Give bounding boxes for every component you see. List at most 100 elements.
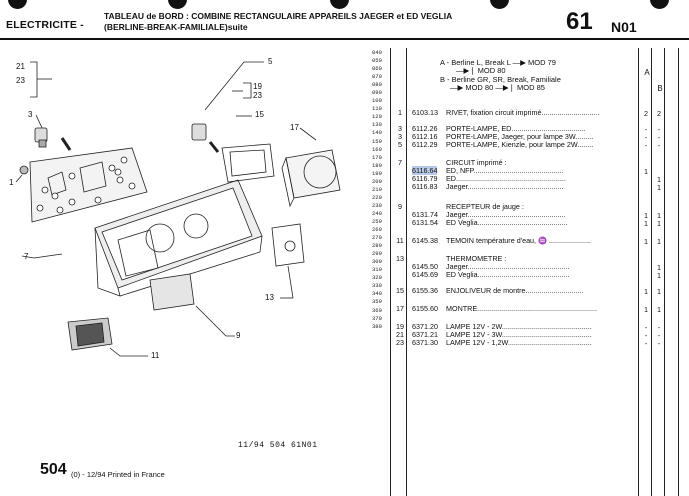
callout-label: 15 xyxy=(255,110,264,119)
callout-label: 9 xyxy=(236,331,241,340)
item-number: 11 xyxy=(396,236,404,245)
part-number: 6155.60 xyxy=(412,304,438,313)
part-description: LAMPE 12V - 3W..........................… xyxy=(446,330,592,339)
item-number: 3 xyxy=(398,132,402,141)
qty-a: 1 xyxy=(644,219,648,228)
part-number: 6145.50 xyxy=(412,262,438,271)
part-description: ED, NFP.................................… xyxy=(446,166,564,175)
qty-a: 1 xyxy=(644,287,648,296)
ref-number: 120 xyxy=(372,113,382,121)
qty-b: - xyxy=(657,141,661,150)
qty-b: 1 xyxy=(657,263,661,272)
qty-a: - xyxy=(644,125,648,134)
table-rule xyxy=(664,48,665,496)
part-number: 6112.29 xyxy=(412,140,438,149)
part-description: Jaeger..................................… xyxy=(446,262,570,271)
qty-b: 1 xyxy=(657,305,661,314)
table-rule xyxy=(678,48,679,496)
ref-number: 270 xyxy=(372,234,382,242)
part-description: ENJOLIVEUR de montre....................… xyxy=(446,286,584,295)
part-number: 6116.64 xyxy=(412,166,438,175)
col-head-b: B xyxy=(657,84,663,93)
part-description: PORTE-LAMPE, Kienzle, pour lampe 2W.....… xyxy=(446,140,594,149)
part-description: LAMPE 12V - 2W..........................… xyxy=(446,322,592,331)
ref-number: 060 xyxy=(372,65,382,73)
item-number: 7 xyxy=(398,158,402,167)
part-description: Jaeger..................................… xyxy=(446,210,566,219)
qty-b: 1 xyxy=(657,271,661,280)
part-number: 6145.38 xyxy=(412,236,438,245)
part-number: 6371.30 xyxy=(412,338,438,347)
table-rule xyxy=(638,48,639,496)
ref-number: 040 xyxy=(372,49,382,56)
part-number: 6112.26 xyxy=(412,124,438,133)
footer-printed: (0) - 12/94 Printed in France xyxy=(71,470,165,479)
ref-number: 180 xyxy=(372,161,382,169)
item-number: 5 xyxy=(398,140,402,149)
qty-b: - xyxy=(657,125,661,134)
ref-number: 360 xyxy=(372,306,382,314)
part-description: RIVET, fixation circuit imprimé.........… xyxy=(446,108,600,117)
binder-hole xyxy=(168,0,187,9)
qty-a: - xyxy=(644,141,648,150)
part-number: 6103.13 xyxy=(412,108,438,117)
ref-number: 350 xyxy=(372,298,382,306)
qty-a: 2 xyxy=(644,109,648,118)
ref-number: 100 xyxy=(372,97,382,105)
part-number: 6131.54 xyxy=(412,218,438,227)
qty-a: 1 xyxy=(644,237,648,246)
ref-number: 150 xyxy=(372,137,382,145)
ref-number: 160 xyxy=(372,145,382,153)
ref-number: 370 xyxy=(372,314,382,322)
callout-label: 23 xyxy=(16,76,25,85)
callout-label: 17 xyxy=(290,123,299,132)
col-head-a: A xyxy=(644,68,650,77)
header-rule xyxy=(0,38,689,40)
ref-number: 140 xyxy=(372,129,382,137)
qty-b: 2 xyxy=(657,109,661,118)
ref-number: 210 xyxy=(372,185,382,193)
ref-number: 380 xyxy=(372,322,382,330)
item-number: 3 xyxy=(398,124,402,133)
qty-a: 1 xyxy=(644,211,648,220)
part-description: MONTRE..................................… xyxy=(446,304,597,313)
ref-number: 240 xyxy=(372,209,382,217)
part-number: 6145.69 xyxy=(412,270,438,279)
item-number: 9 xyxy=(398,202,402,211)
item-number: 21 xyxy=(396,330,404,339)
ref-number: 220 xyxy=(372,193,382,201)
table-rule xyxy=(390,48,391,496)
qty-b: - xyxy=(657,331,661,340)
part-description: CIRCUIT imprimé : xyxy=(446,158,507,167)
item-number: 23 xyxy=(396,338,404,347)
ref-number: 280 xyxy=(372,242,382,250)
page-title: TABLEAU de BORD : COMBINE RECTANGULAIRE … xyxy=(104,11,453,21)
part-description: ED Veglia...............................… xyxy=(446,270,570,279)
ref-number: 170 xyxy=(372,153,382,161)
part-description: TEMOIN température d'eau, ♒ ............… xyxy=(446,236,591,245)
ref-number: 090 xyxy=(372,89,382,97)
item-number: 1 xyxy=(398,108,402,117)
qty-b: - xyxy=(657,323,661,332)
ref-number: 050 xyxy=(372,57,382,65)
page-number: 61 xyxy=(566,8,593,35)
binder-hole xyxy=(490,0,509,9)
part-number: 6131.74 xyxy=(412,210,438,219)
page-subtitle: (BERLINE-BREAK-FAMILIALE)suite xyxy=(104,22,248,32)
ref-number: 110 xyxy=(372,105,382,113)
page-code: N01 xyxy=(611,19,637,35)
ref-number: 260 xyxy=(372,226,382,234)
binder-hole xyxy=(650,0,669,9)
note-line: —▶❘ MOD 80 xyxy=(456,66,506,75)
part-description: THERMOMETRE : xyxy=(446,254,507,263)
item-number: 13 xyxy=(396,254,404,263)
qty-b: - xyxy=(657,133,661,142)
ref-number: 340 xyxy=(372,290,382,298)
part-description: PORTE-LAMPE, Jaeger, pour lampe 3W......… xyxy=(446,132,594,141)
qty-a: - xyxy=(644,339,648,348)
callout-label: 7 xyxy=(24,252,29,261)
ref-number: 320 xyxy=(372,274,382,282)
binder-hole xyxy=(8,0,27,9)
